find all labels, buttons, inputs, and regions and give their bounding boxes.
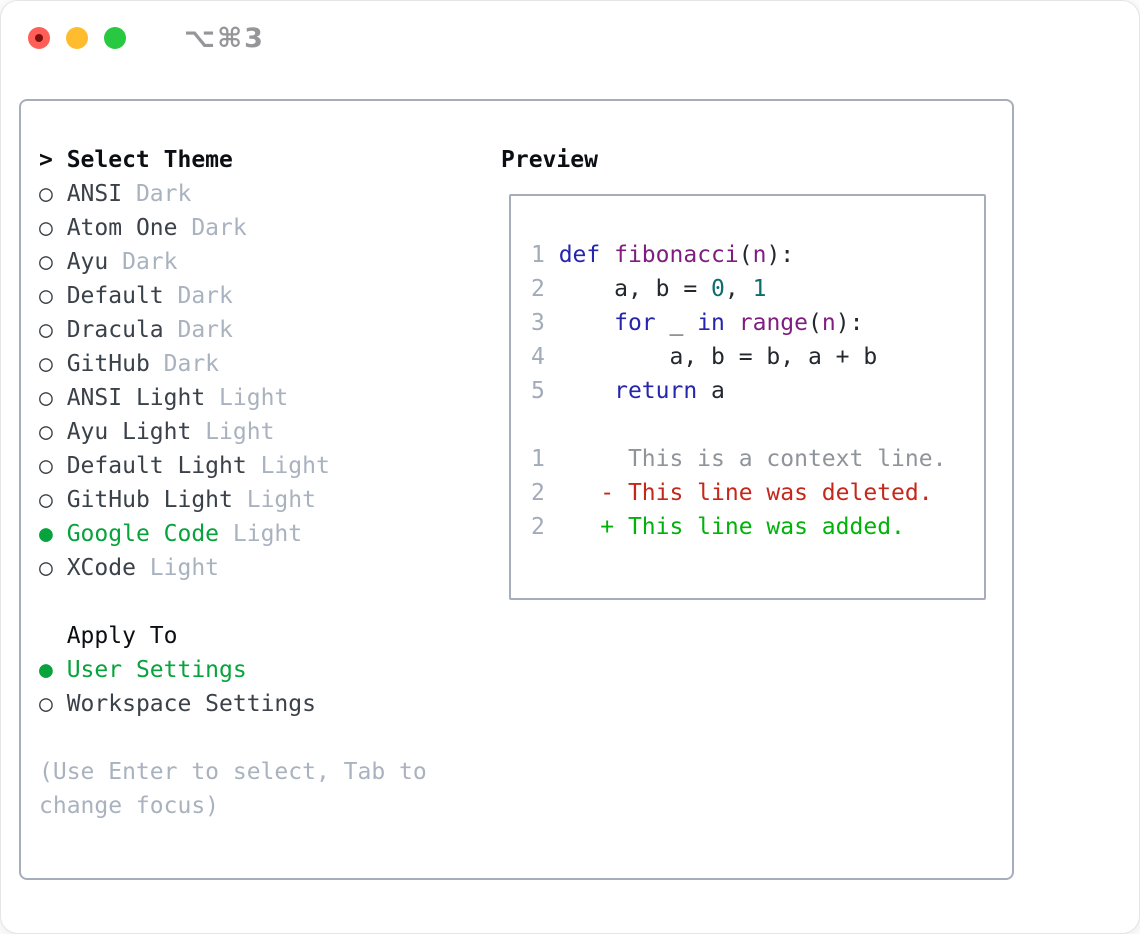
theme-variant-badge: Light (205, 419, 275, 445)
theme-variant-badge: Light (149, 555, 220, 581)
radio-selected-icon: ● (39, 521, 67, 547)
preview-label: Preview (501, 147, 598, 173)
radio-icon: ○ (39, 181, 67, 207)
theme-variant-badge: Dark (163, 351, 220, 377)
apply-option-user-settings[interactable]: ● User Settings (39, 653, 501, 687)
theme-name: Google Code (66, 521, 233, 547)
preview-code-line-6 (531, 408, 984, 442)
theme-option-dracula[interactable]: ○ Dracula Dark (39, 313, 501, 347)
radio-selected-icon: ● (39, 657, 67, 683)
help-text-line-2: change focus) (39, 793, 220, 819)
theme-variant-badge: Light (246, 487, 316, 513)
preview-column: Preview 1 def fibonacci(n): 2 a, b = 0, 1… (501, 143, 1012, 878)
theme-list: > Select Theme○ ANSI Dark○ Atom One Dark… (39, 143, 501, 878)
radio-icon: ○ (39, 317, 67, 343)
radio-icon: ○ (39, 283, 67, 309)
apply-to-header: Apply To (39, 623, 178, 649)
help-text-line-1: (Use Enter to select, Tab to (39, 759, 427, 785)
radio-icon: ○ (39, 487, 67, 513)
theme-picker-dialog: > Select Theme○ ANSI Dark○ Atom One Dark… (19, 99, 1014, 880)
theme-option-github[interactable]: ○ GitHub Dark (39, 347, 501, 381)
preview-code-line-8: 2 - This line was deleted. (531, 480, 933, 506)
preview-code-line-9: 2 + This line was added. (531, 514, 905, 540)
theme-option-ayu[interactable]: ○ Ayu Dark (39, 245, 501, 279)
traffic-lights (28, 27, 142, 49)
theme-variant-badge: Dark (177, 283, 233, 309)
theme-variant-badge: Light (260, 453, 330, 479)
theme-variant-badge: Dark (122, 249, 178, 275)
theme-name: Ayu (66, 249, 123, 275)
theme-name: Atom One (66, 215, 192, 241)
titlebar: ⌥⌘3 (1, 1, 1139, 75)
preview-code-line-2: 2 a, b = 0, 1 (531, 276, 767, 302)
theme-name: Default Light (66, 453, 261, 479)
theme-option-default-light[interactable]: ○ Default Light Light (39, 449, 501, 483)
apply-option-label: Workspace Settings (66, 691, 316, 717)
theme-name: GitHub (66, 351, 164, 377)
preview-code-line-3: 3 for _ in range(n): (531, 310, 864, 336)
theme-option-ansi-light[interactable]: ○ ANSI Light Light (39, 381, 501, 415)
preview-code-line-7: 1 This is a context line. (531, 446, 947, 472)
theme-name: Default (66, 283, 178, 309)
theme-variant-badge: Dark (135, 181, 192, 207)
theme-name: Ayu Light (66, 419, 206, 445)
theme-variant-badge: Light (219, 385, 289, 411)
preview-code-line-5: 5 return a (531, 378, 725, 404)
theme-name: XCode (66, 555, 150, 581)
preview-box: 1 def fibonacci(n): 2 a, b = 0, 1 3 for _ … (509, 194, 986, 600)
theme-option-ayu-light[interactable]: ○ Ayu Light Light (39, 415, 501, 449)
theme-name: ANSI Light (66, 385, 220, 411)
theme-option-xcode[interactable]: ○ XCode Light (39, 551, 501, 585)
radio-icon: ○ (39, 453, 67, 479)
zoom-button[interactable] (104, 27, 126, 49)
theme-option-default[interactable]: ○ Default Dark (39, 279, 501, 313)
theme-variant-badge: Dark (191, 215, 247, 241)
radio-icon: ○ (39, 419, 67, 445)
radio-icon: ○ (39, 691, 67, 717)
radio-icon: ○ (39, 351, 67, 377)
radio-icon: ○ (39, 249, 67, 275)
theme-option-google-code[interactable]: ● Google Code Light (39, 517, 501, 551)
preview-code-line-1: 1 def fibonacci(n): (531, 242, 795, 268)
theme-name: ANSI (66, 181, 136, 207)
theme-name: GitHub Light (66, 487, 247, 513)
select-theme-header: > Select Theme (39, 147, 233, 173)
radio-icon: ○ (39, 555, 67, 581)
theme-variant-badge: Light (232, 521, 303, 547)
theme-name: Dracula (66, 317, 178, 343)
edited-dot-icon (35, 34, 43, 42)
theme-option-github-light[interactable]: ○ GitHub Light Light (39, 483, 501, 517)
theme-variant-badge: Dark (177, 317, 233, 343)
apply-option-workspace-settings[interactable]: ○ Workspace Settings (39, 687, 501, 721)
preview-code-line-4: 4 a, b = b, a + b (531, 344, 878, 370)
theme-option-ansi[interactable]: ○ ANSI Dark (39, 177, 501, 211)
close-button[interactable] (28, 27, 50, 49)
apply-option-label: User Settings (66, 657, 247, 683)
theme-option-atom-one[interactable]: ○ Atom One Dark (39, 211, 501, 245)
radio-icon: ○ (39, 385, 67, 411)
window-title: ⌥⌘3 (184, 22, 265, 54)
minimize-button[interactable] (66, 27, 88, 49)
radio-icon: ○ (39, 215, 67, 241)
